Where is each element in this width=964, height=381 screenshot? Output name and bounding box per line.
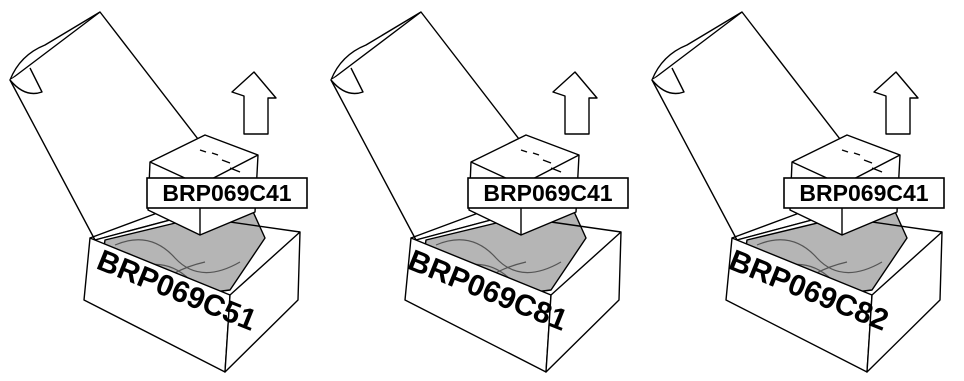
lid-fold — [9, 67, 43, 95]
unit-label-frame — [783, 177, 945, 209]
unit-label-frame — [467, 177, 629, 209]
lid-edge — [330, 11, 422, 81]
lid-edge — [651, 11, 743, 81]
unit-label: BRP069C41 — [799, 180, 928, 206]
lid-edge — [9, 11, 101, 81]
box-side-face — [545, 231, 622, 373]
lift-arrow — [873, 71, 919, 135]
lift-arrow — [552, 71, 598, 135]
lid-fold — [651, 67, 685, 95]
unboxing-illustration-1: BRP069C41 BRP069C51 — [9, 11, 308, 373]
unit-label: BRP069C41 — [483, 180, 612, 206]
unboxing-illustration-2: BRP069C41 BRP069C81 — [330, 11, 629, 373]
panel-1: BRP069C41 BRP069C51 — [0, 0, 322, 376]
lift-arrow — [231, 71, 277, 135]
unit-label: BRP069C41 — [162, 180, 291, 206]
panel-3: BRP069C41 BRP069C82 — [642, 0, 964, 376]
unit-label-frame — [146, 177, 308, 209]
panel-2: BRP069C41 BRP069C81 — [321, 0, 643, 376]
box-side-face — [866, 231, 943, 373]
box-side-face — [224, 231, 301, 373]
unboxing-illustration-3: BRP069C41 BRP069C82 — [651, 11, 945, 373]
lid-fold — [330, 67, 364, 95]
